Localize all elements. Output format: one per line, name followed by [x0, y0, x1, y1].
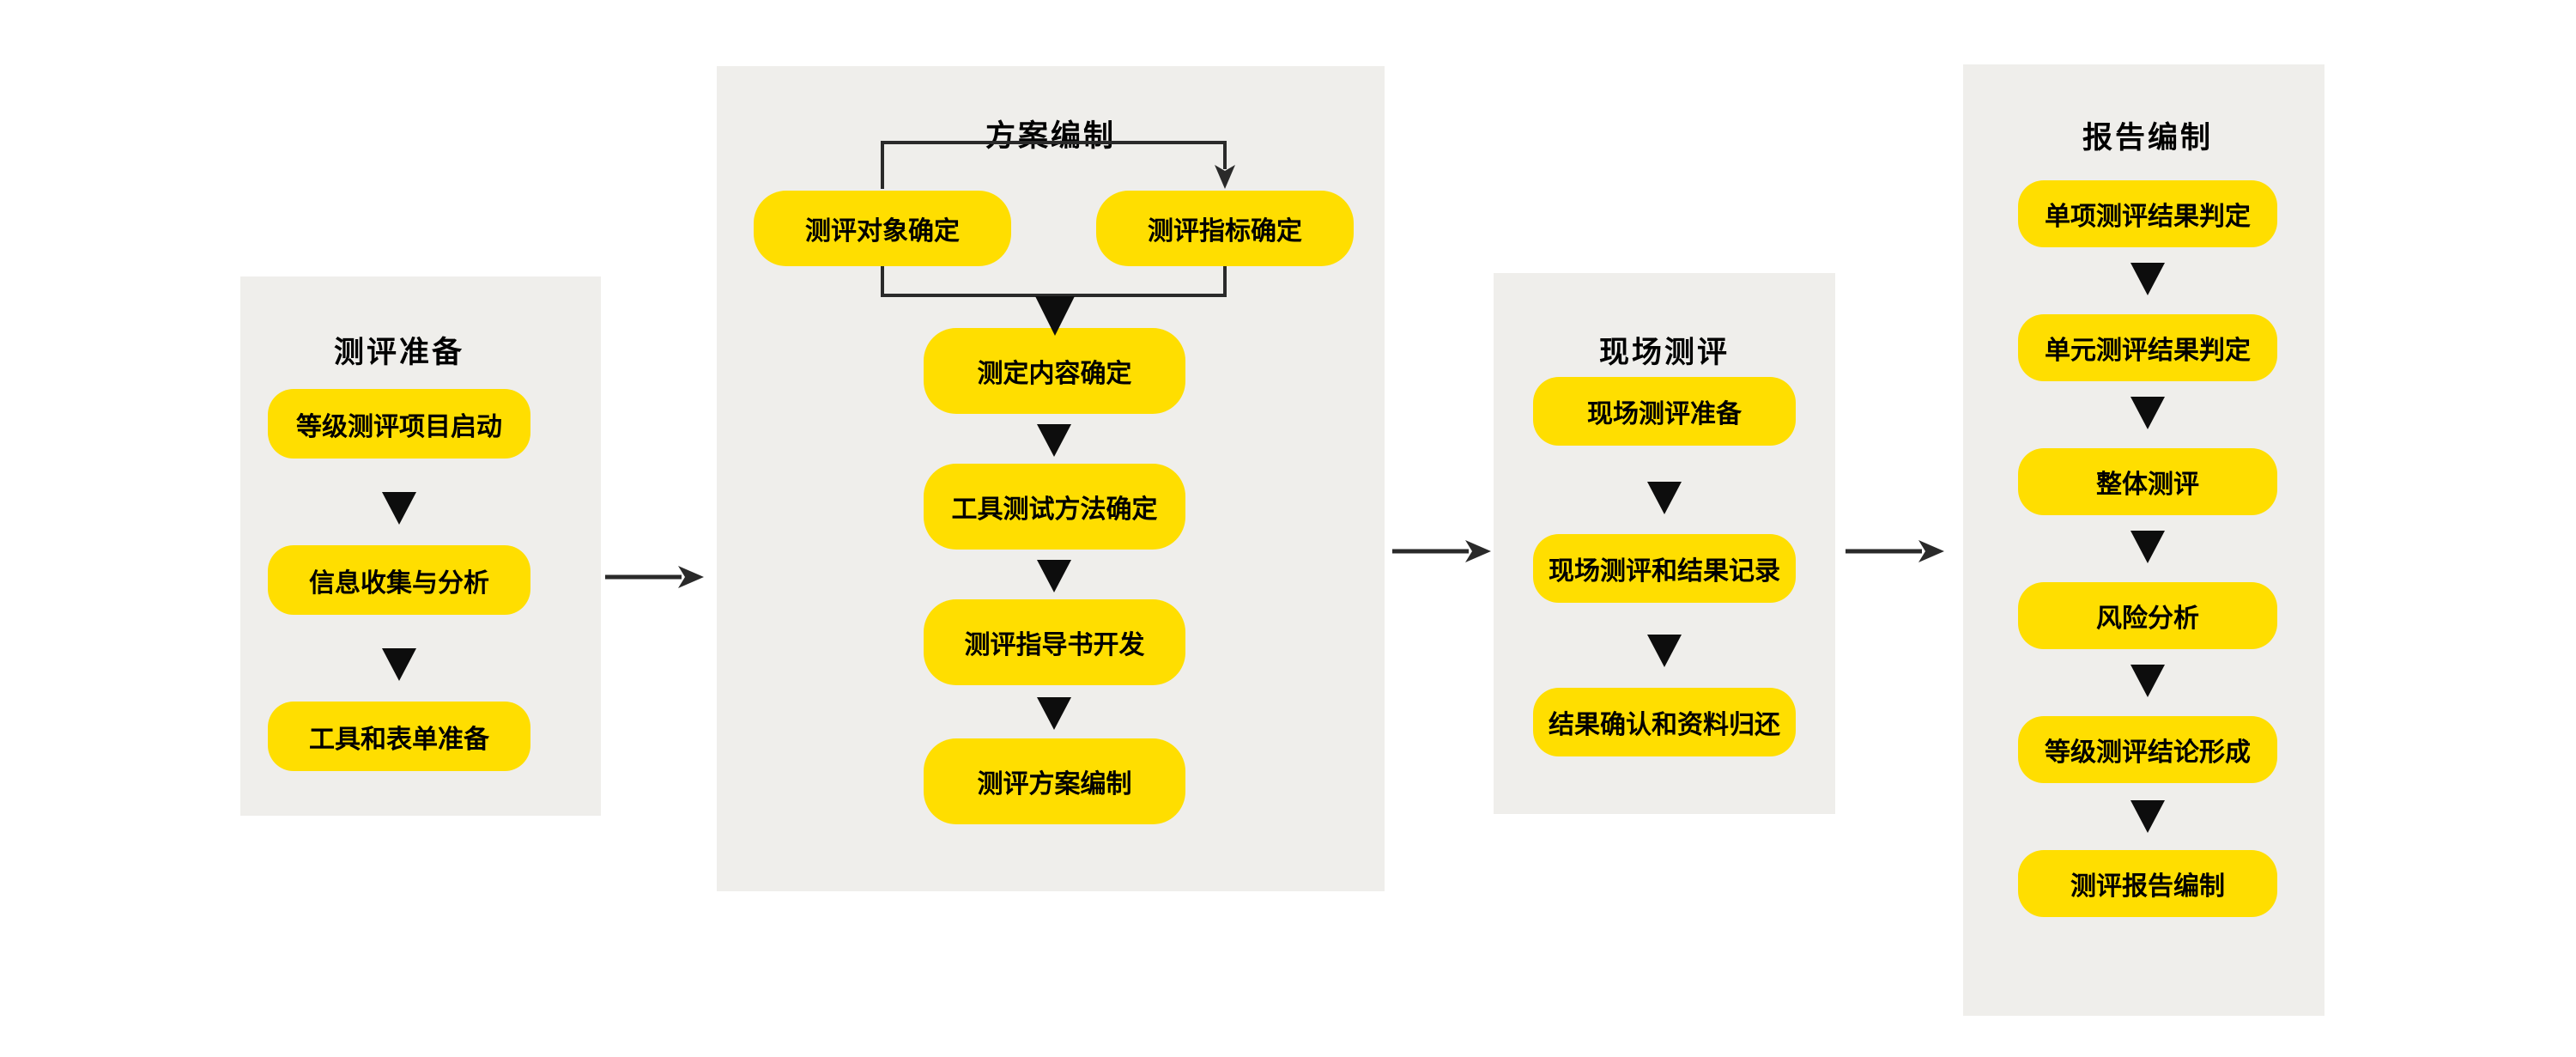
down-triangle-icon	[2131, 531, 2165, 563]
flow-arrow-icon	[1846, 540, 1944, 562]
step-box: 测定内容确定	[924, 328, 1185, 414]
step-box: 等级测评项目启动	[268, 389, 530, 459]
flow-arrow-icon	[605, 566, 704, 588]
down-triangle-icon	[2131, 397, 2165, 429]
step-box: 测评方案编制	[924, 738, 1185, 824]
panel-title: 方案编制	[985, 119, 1116, 153]
step-box: 测评报告编制	[2018, 850, 2277, 917]
down-triangle-icon	[1037, 697, 1071, 730]
panel-preparation: 测评准备 等级测评项目启动 信息收集与分析 工具和表单准备	[240, 276, 601, 816]
step-box: 风险分析	[2018, 582, 2277, 649]
step-box: 结果确认和资料归还	[1533, 688, 1796, 756]
step-box: 整体测评	[2018, 448, 2277, 515]
down-triangle-icon	[1647, 635, 1682, 667]
panel-plan: 方案编制 测评对象确定 测评指标确定 测定内容确定 工具测试方法确定 测评指导书…	[717, 66, 1385, 891]
panel-report: 报告编制 单项测评结果判定 单元测评结果判定 整体测评 风险分析 等级测评结论形…	[1963, 64, 2324, 1016]
step-box: 现场测评和结果记录	[1533, 534, 1796, 603]
down-triangle-icon	[2131, 800, 2165, 833]
down-triangle-icon	[382, 492, 416, 525]
step-box: 单项测评结果判定	[2018, 180, 2277, 247]
step-box: 测评对象确定	[754, 191, 1011, 266]
down-triangle-icon	[2131, 665, 2165, 697]
panel-title: 测评准备	[333, 336, 464, 369]
down-triangle-icon	[1647, 482, 1682, 514]
down-triangle-icon	[382, 648, 416, 681]
step-box: 信息收集与分析	[268, 545, 530, 615]
step-box: 工具测试方法确定	[924, 464, 1185, 550]
down-triangle-icon	[1037, 560, 1071, 592]
panel-onsite: 现场测评 现场测评准备 现场测评和结果记录 结果确认和资料归还	[1494, 273, 1835, 814]
step-box: 测评指标确定	[1096, 191, 1354, 266]
flow-arrow-icon	[1392, 540, 1491, 562]
step-box: 工具和表单准备	[268, 702, 530, 771]
step-box: 现场测评准备	[1533, 377, 1796, 446]
panel-title: 报告编制	[2082, 121, 2213, 155]
down-triangle-icon	[2131, 263, 2165, 295]
step-box: 等级测评结论形成	[2018, 716, 2277, 783]
step-box: 单元测评结果判定	[2018, 314, 2277, 381]
panel-title: 现场测评	[1598, 336, 1730, 369]
step-box: 测评指导书开发	[924, 599, 1185, 685]
down-triangle-icon	[1037, 424, 1071, 457]
